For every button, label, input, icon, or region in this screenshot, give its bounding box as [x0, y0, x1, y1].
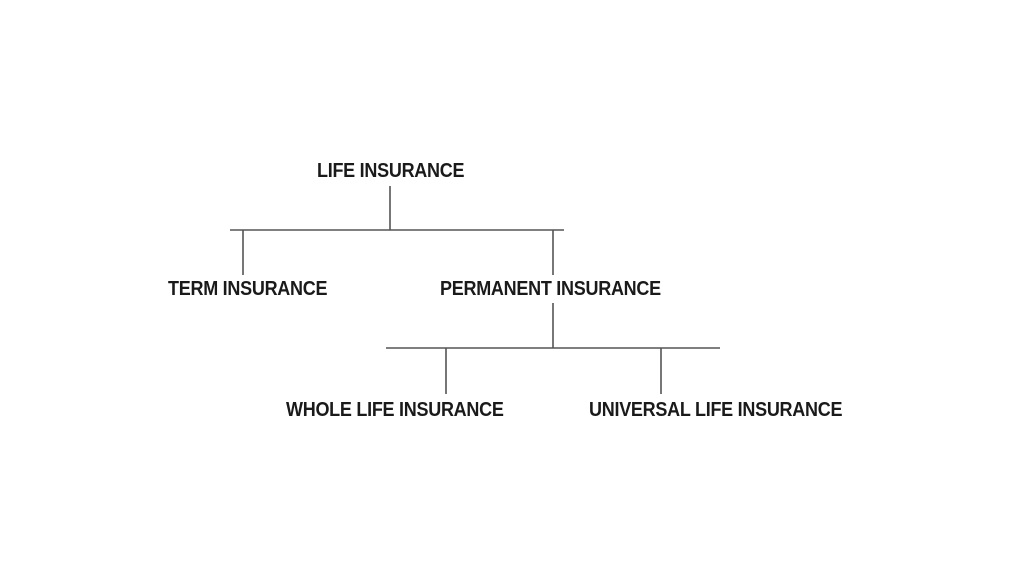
node-whole-life-insurance: WHOLE LIFE INSURANCE	[286, 399, 504, 421]
node-universal-life-insurance: UNIVERSAL LIFE INSURANCE	[589, 399, 843, 421]
node-term-insurance: TERM INSURANCE	[168, 278, 328, 300]
node-life-insurance: LIFE INSURANCE	[317, 160, 465, 182]
node-permanent-insurance: PERMANENT INSURANCE	[440, 278, 661, 300]
